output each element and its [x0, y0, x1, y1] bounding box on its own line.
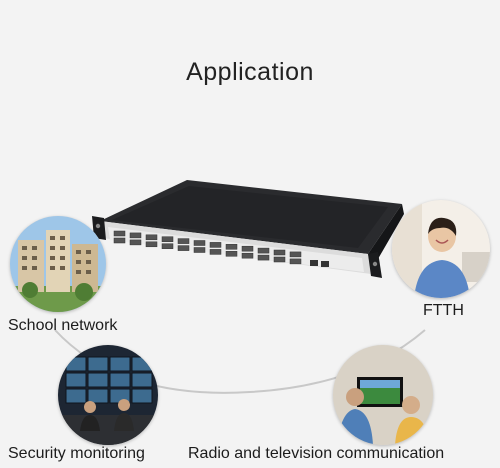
sfp-port	[193, 247, 206, 253]
sfp-port	[161, 236, 174, 242]
sfp-port	[257, 254, 270, 261]
sfp-port	[273, 256, 286, 263]
security-monitoring-label: Security monitoring	[8, 445, 145, 462]
sfp-port	[177, 238, 190, 244]
sfp-port	[241, 252, 254, 259]
ftth-label: FTTH	[423, 302, 464, 319]
school-network-label: School network	[8, 317, 118, 334]
sfp-port	[113, 237, 126, 244]
ftth-user-icon	[392, 200, 490, 298]
sfp-port	[193, 240, 206, 246]
sfp-port	[225, 251, 238, 257]
sfp-port	[241, 245, 254, 252]
ftth-circle	[392, 200, 490, 298]
radio-tv-label: Radio and television communication	[188, 445, 445, 462]
sfp-port	[145, 241, 158, 248]
security-monitoring-icon	[58, 345, 158, 445]
sfp-port	[209, 249, 222, 255]
sfp-port	[289, 251, 302, 258]
sfp-port	[209, 242, 222, 248]
radio-tv-circle	[333, 345, 433, 445]
school-network-circle	[10, 216, 106, 312]
sfp-port	[289, 258, 302, 265]
fiber-switch-image	[92, 180, 404, 278]
security-monitoring-circle	[58, 345, 158, 445]
sfp-port	[257, 247, 270, 254]
sfp-port	[145, 234, 158, 241]
sfp-port	[129, 232, 142, 239]
sfp-port	[129, 239, 142, 246]
school-building-icon	[10, 216, 106, 312]
page-title: Application	[186, 58, 314, 86]
tv-broadcast-icon	[333, 345, 433, 445]
sfp-port	[161, 243, 174, 249]
sfp-port	[225, 244, 238, 250]
sfp-port	[113, 230, 126, 237]
sfp-port	[177, 245, 190, 251]
sfp-port	[273, 249, 286, 256]
